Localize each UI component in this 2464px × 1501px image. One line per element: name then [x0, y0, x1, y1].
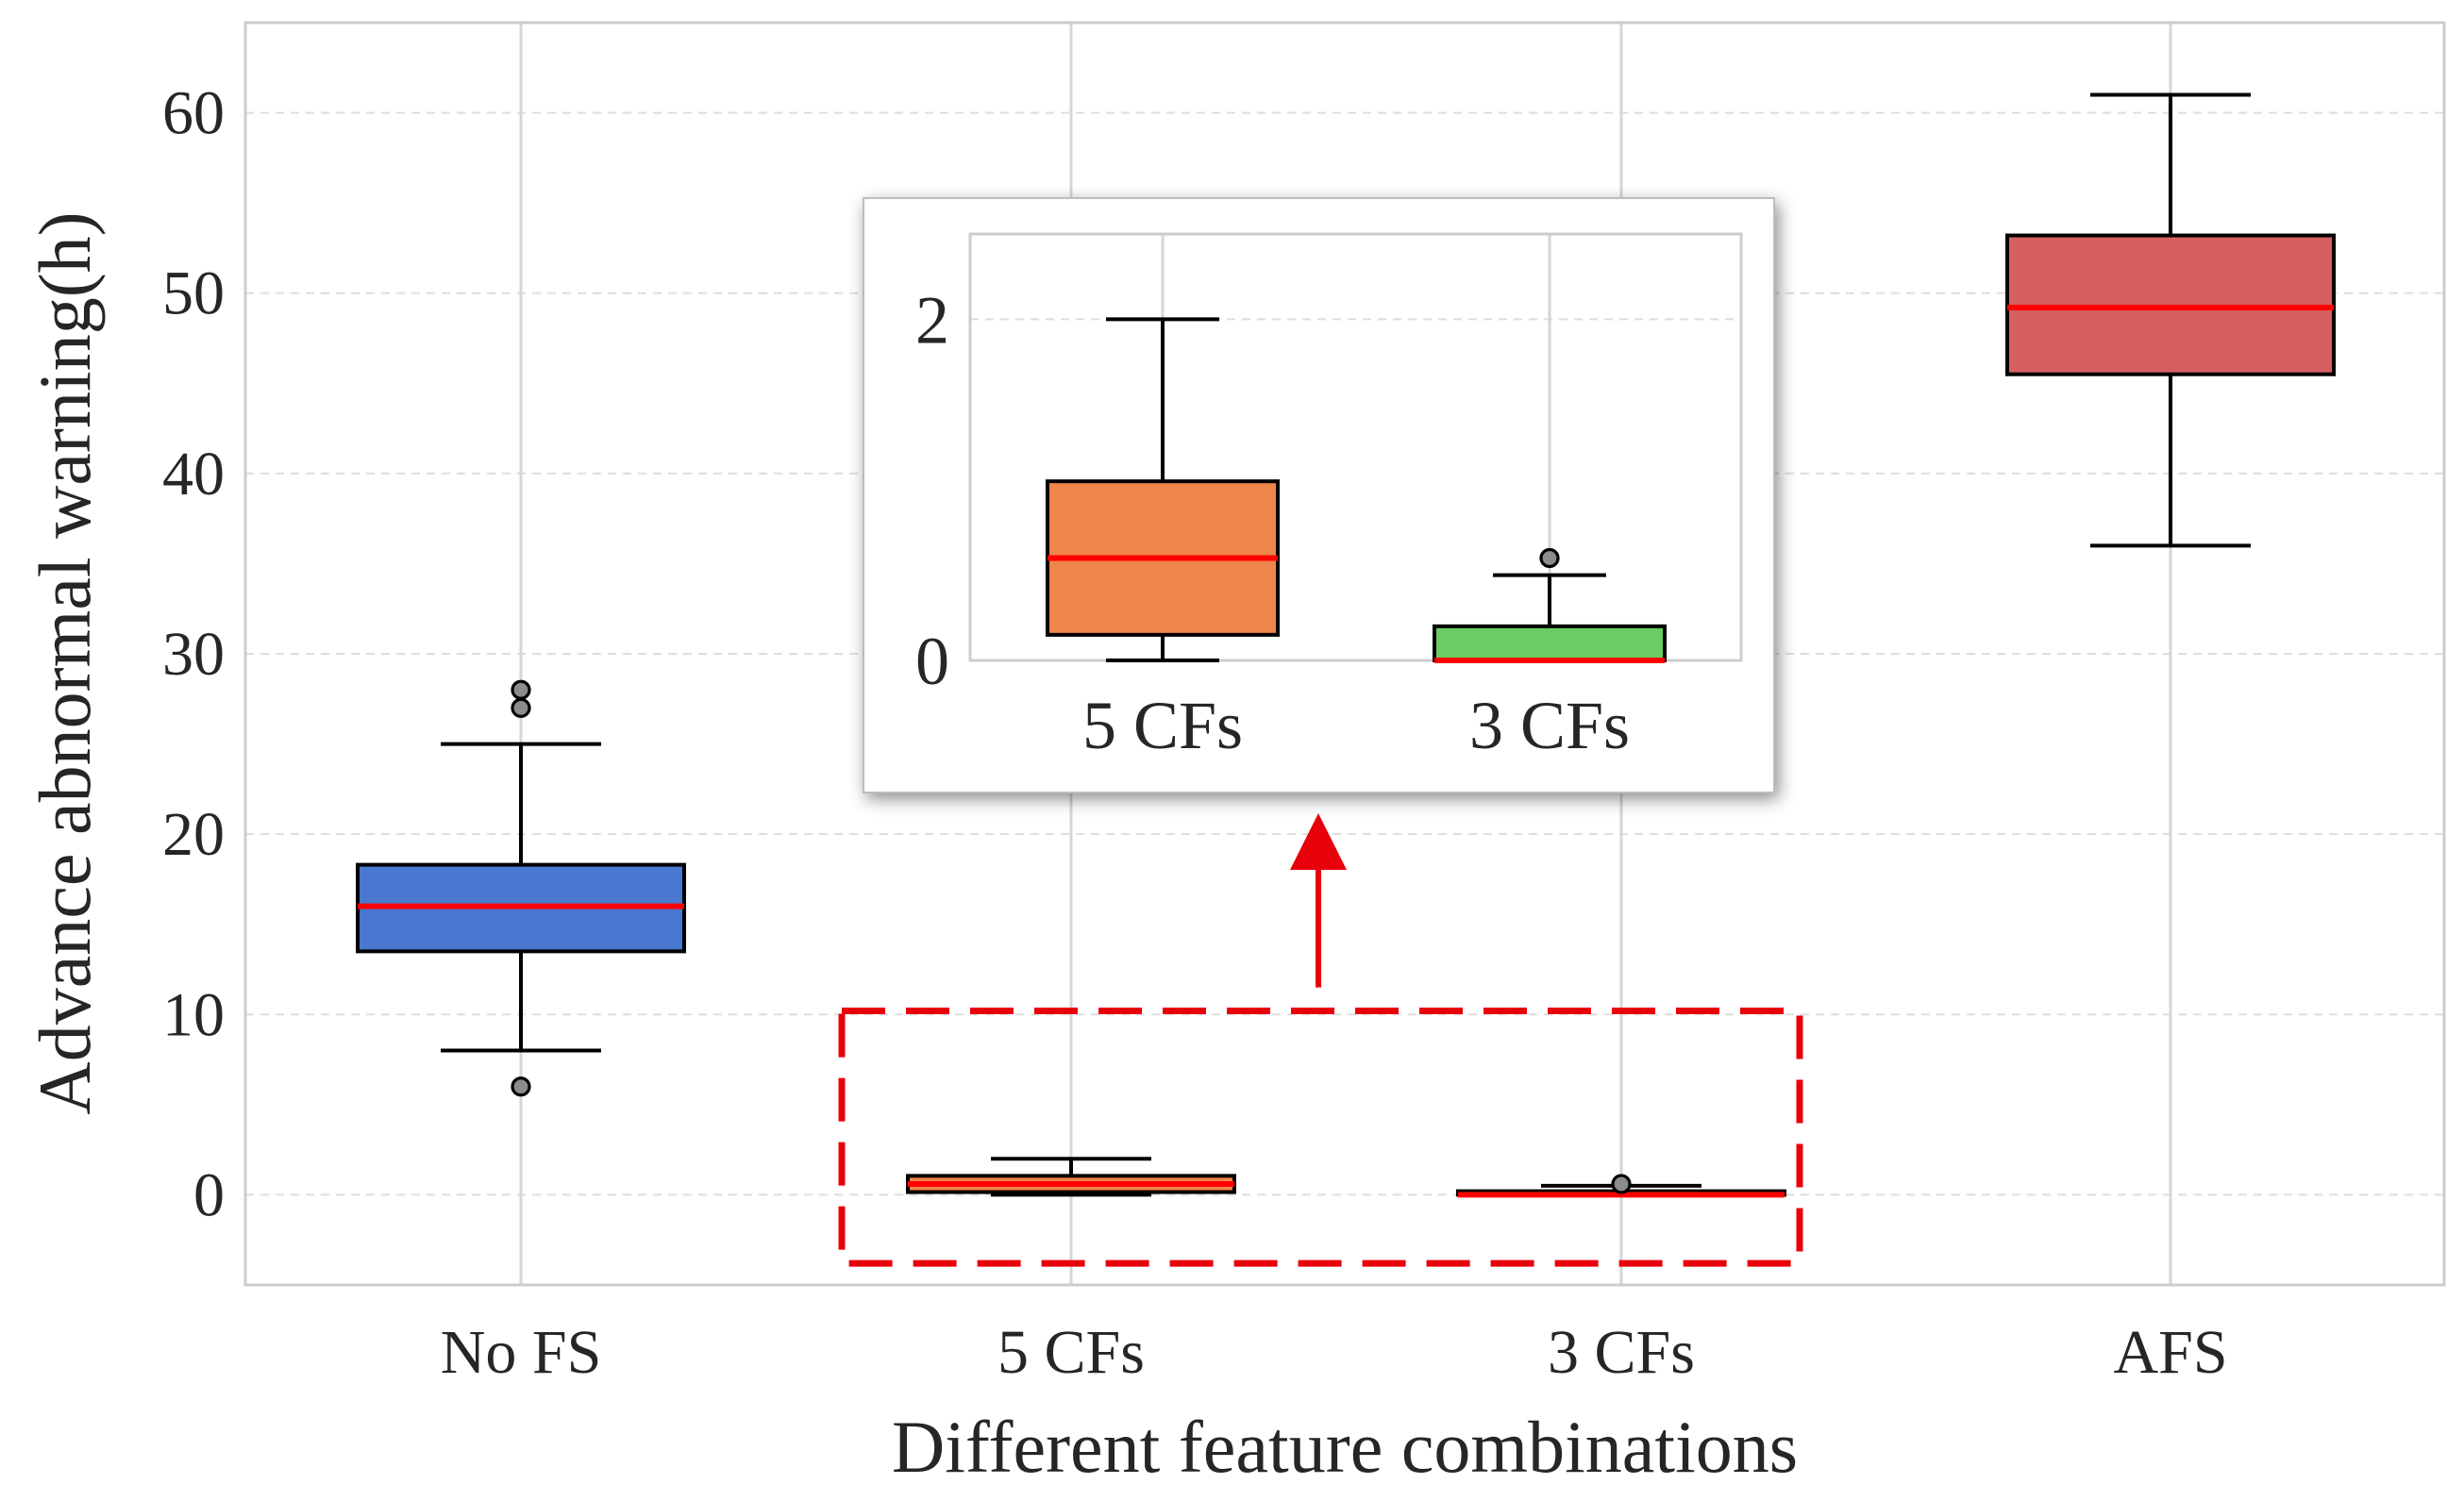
x-tick-label-3-cfs: 3 CFs	[1548, 1318, 1695, 1387]
x-tick-label-no-fs: No FS	[441, 1318, 602, 1387]
y-tick-label: 0	[193, 1160, 225, 1229]
zoom-region-box	[838, 1007, 1803, 1267]
outlier-point	[511, 1076, 531, 1097]
x-axis-title: Different feature combinations	[892, 1406, 1798, 1488]
outlier-point	[1611, 1174, 1632, 1194]
y-tick-label: 40	[162, 440, 225, 509]
y-tick-label: 50	[162, 259, 225, 328]
x-tick-label-afs: AFS	[2113, 1318, 2227, 1387]
inset-panel	[863, 197, 1775, 793]
y-tick-label: 20	[162, 800, 225, 869]
outlier-point	[511, 679, 531, 700]
inset-x-tick-label-3-cfs: 3 CFs	[1469, 688, 1630, 763]
inset-x-tick-label-5-cfs: 5 CFs	[1082, 688, 1243, 763]
box-afs	[2005, 92, 2336, 548]
x-tick-label-5-cfs: 5 CFs	[997, 1318, 1145, 1387]
inset-y-tick-label: 2	[915, 282, 949, 358]
box-5-cfs	[906, 1157, 1236, 1197]
y-tick-label: 10	[162, 980, 225, 1049]
y-axis-title: Advance abnormal warning(h)	[24, 211, 106, 1114]
plot-frame	[243, 21, 2446, 1287]
iqr-box	[1433, 624, 1667, 663]
y-tick-label: 30	[162, 620, 225, 689]
inset-box-3-cfs	[1433, 547, 1667, 663]
inset-box-5-cfs	[1046, 317, 1280, 662]
y-tick-label: 60	[162, 79, 225, 148]
outlier-point	[1539, 547, 1560, 569]
inset-frame	[968, 232, 1743, 662]
box-3-cfs	[1456, 1174, 1786, 1198]
inset-plot: 0 2 5 CFs 3 CFs	[863, 197, 1775, 793]
outlier-point	[511, 697, 531, 718]
box-no-fs	[356, 679, 686, 1097]
inset-y-tick-label: 0	[915, 624, 949, 699]
